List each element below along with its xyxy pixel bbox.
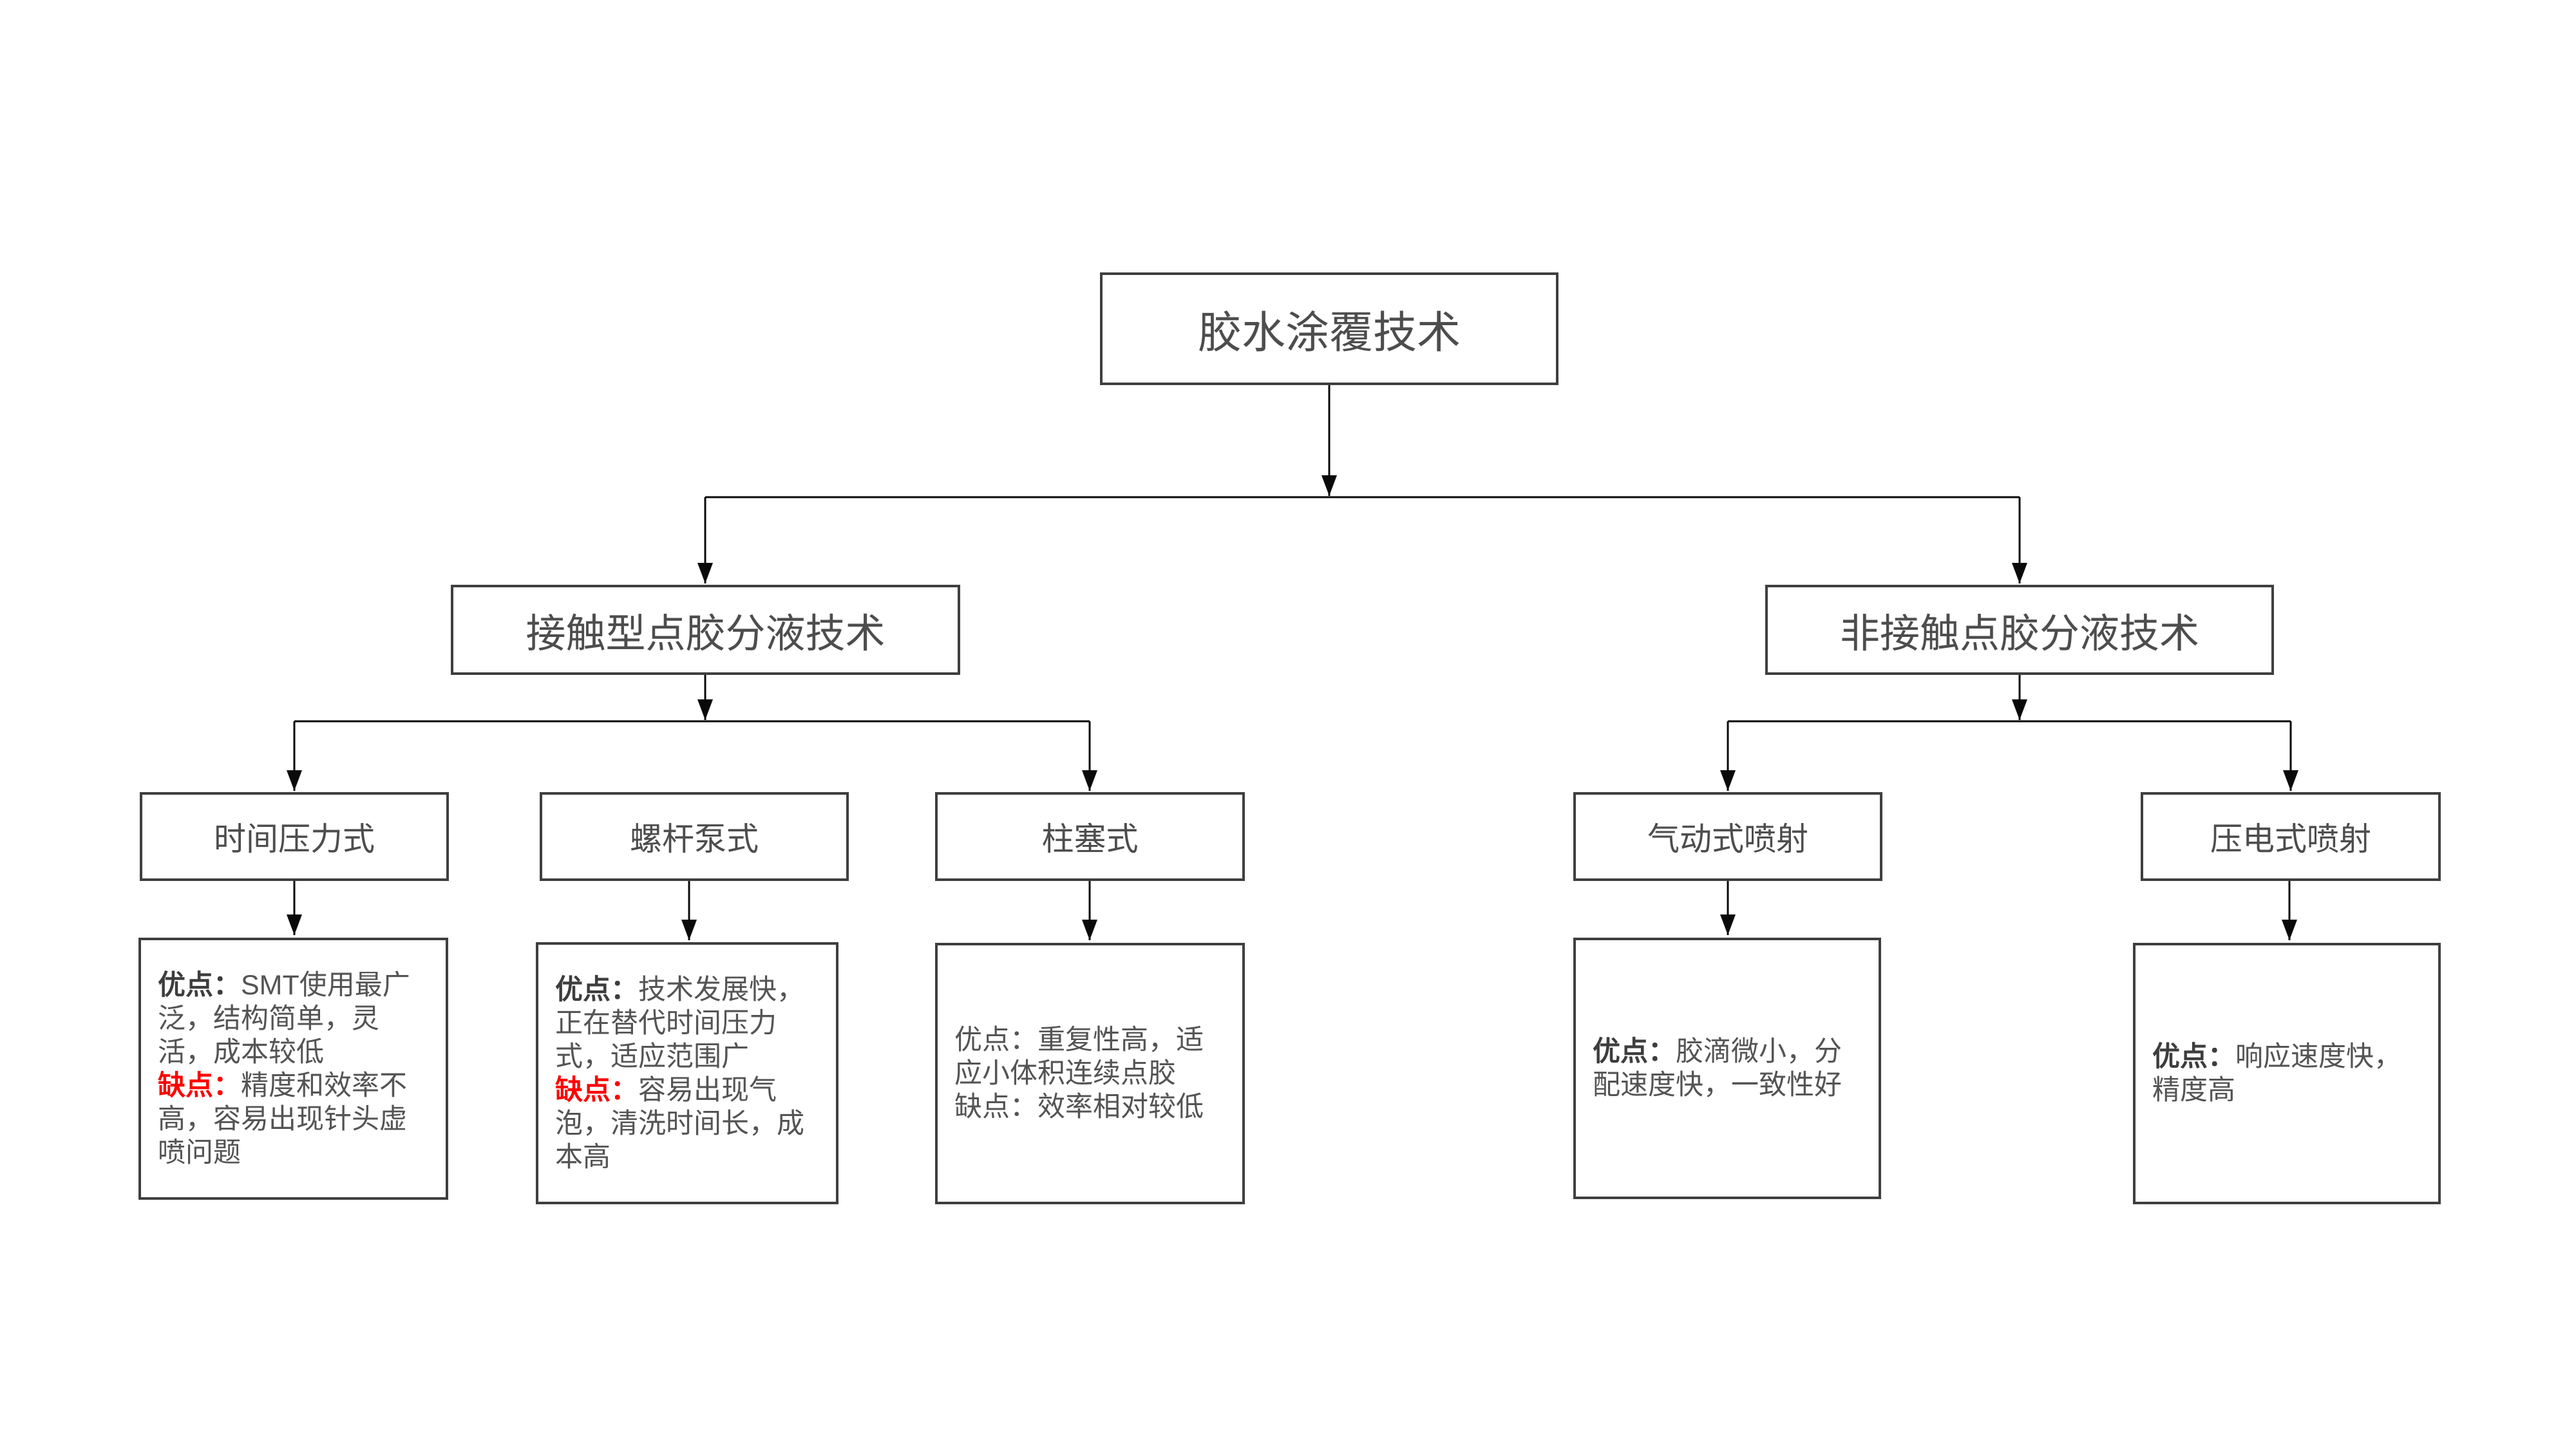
cons-label: 缺点： <box>555 1074 638 1106</box>
pros-text: SMT使用最广泛，结构简单，灵活，成本较低 <box>158 969 410 1068</box>
node-plunger: 柱塞式 <box>935 792 1245 881</box>
desc-time-pressure: 优点：SMT使用最广泛，结构简单，灵活，成本较低 缺点：精度和效率不高，容易出现… <box>138 938 448 1200</box>
pros-text: 重复性高，适应小体积连续点胶 <box>954 1025 1204 1089</box>
desc-text: 优点：重复性高，适应小体积连续点胶 缺点：效率相对较低 <box>954 1023 1226 1124</box>
pros-text: 技术发展快，正在替代时间压力式，适应范围广 <box>555 974 804 1072</box>
cons-label: 缺点： <box>954 1092 1037 1122</box>
node-label: 接触型点胶分液技术 <box>526 612 886 656</box>
node-label: 柱塞式 <box>1041 821 1139 857</box>
node-label: 气动式喷射 <box>1647 821 1808 857</box>
desc-plunger: 优点：重复性高，适应小体积连续点胶 缺点：效率相对较低 <box>935 943 1245 1204</box>
pros-label: 优点： <box>555 974 638 1005</box>
cons-text: 容易出现气泡，清洗时间长，成本高 <box>555 1074 804 1173</box>
desc-text: 优点：响应速度快，精度高 <box>2152 1040 2421 1107</box>
node-label: 胶水涂覆技术 <box>1197 308 1461 357</box>
node-screw-pump: 螺杆泵式 <box>540 792 849 881</box>
cons-text: 精度和效率不高，容易出现针头虚喷问题 <box>158 1070 407 1168</box>
pros-label: 优点： <box>1593 1036 1676 1067</box>
desc-piezo-jet: 优点：响应速度快，精度高 <box>2133 943 2441 1204</box>
node-contact-dispensing: 接触型点胶分液技术 <box>451 585 960 675</box>
node-label: 螺杆泵式 <box>630 821 759 857</box>
desc-pneumatic-jet: 优点：胶滴微小，分配速度快，一致性好 <box>1573 938 1881 1199</box>
node-label: 压电式喷射 <box>2210 821 2371 857</box>
pros-label: 优点： <box>954 1025 1037 1056</box>
desc-screw-pump: 优点：技术发展快，正在替代时间压力式，适应范围广 缺点：容易出现气泡，清洗时间长… <box>536 942 838 1204</box>
cons-label: 缺点： <box>158 1070 241 1101</box>
node-time-pressure: 时间压力式 <box>140 792 449 881</box>
pros-label: 优点： <box>158 969 241 1001</box>
node-label: 非接触点胶分液技术 <box>1839 612 2199 656</box>
node-noncontact-dispensing: 非接触点胶分液技术 <box>1765 585 2274 675</box>
node-piezo-jet: 压电式喷射 <box>2141 792 2441 881</box>
desc-text: 优点：技术发展快，正在替代时间压力式，适应范围广 缺点：容易出现气泡，清洗时间长… <box>555 973 819 1174</box>
node-label: 时间压力式 <box>214 821 375 857</box>
pros-label: 优点： <box>2152 1041 2235 1072</box>
desc-text: 优点：SMT使用最广泛，结构简单，灵活，成本较低 缺点：精度和效率不高，容易出现… <box>158 969 429 1170</box>
node-glue-coating-technology: 胶水涂覆技术 <box>1100 272 1558 385</box>
desc-text: 优点：胶滴微小，分配速度快，一致性好 <box>1593 1035 1862 1102</box>
pros-text: 响应速度快，精度高 <box>2152 1041 2401 1106</box>
node-pneumatic-jet: 气动式喷射 <box>1573 792 1882 881</box>
pros-text: 胶滴微小，分配速度快，一致性好 <box>1593 1036 1842 1101</box>
cons-text: 效率相对较低 <box>1037 1092 1204 1122</box>
